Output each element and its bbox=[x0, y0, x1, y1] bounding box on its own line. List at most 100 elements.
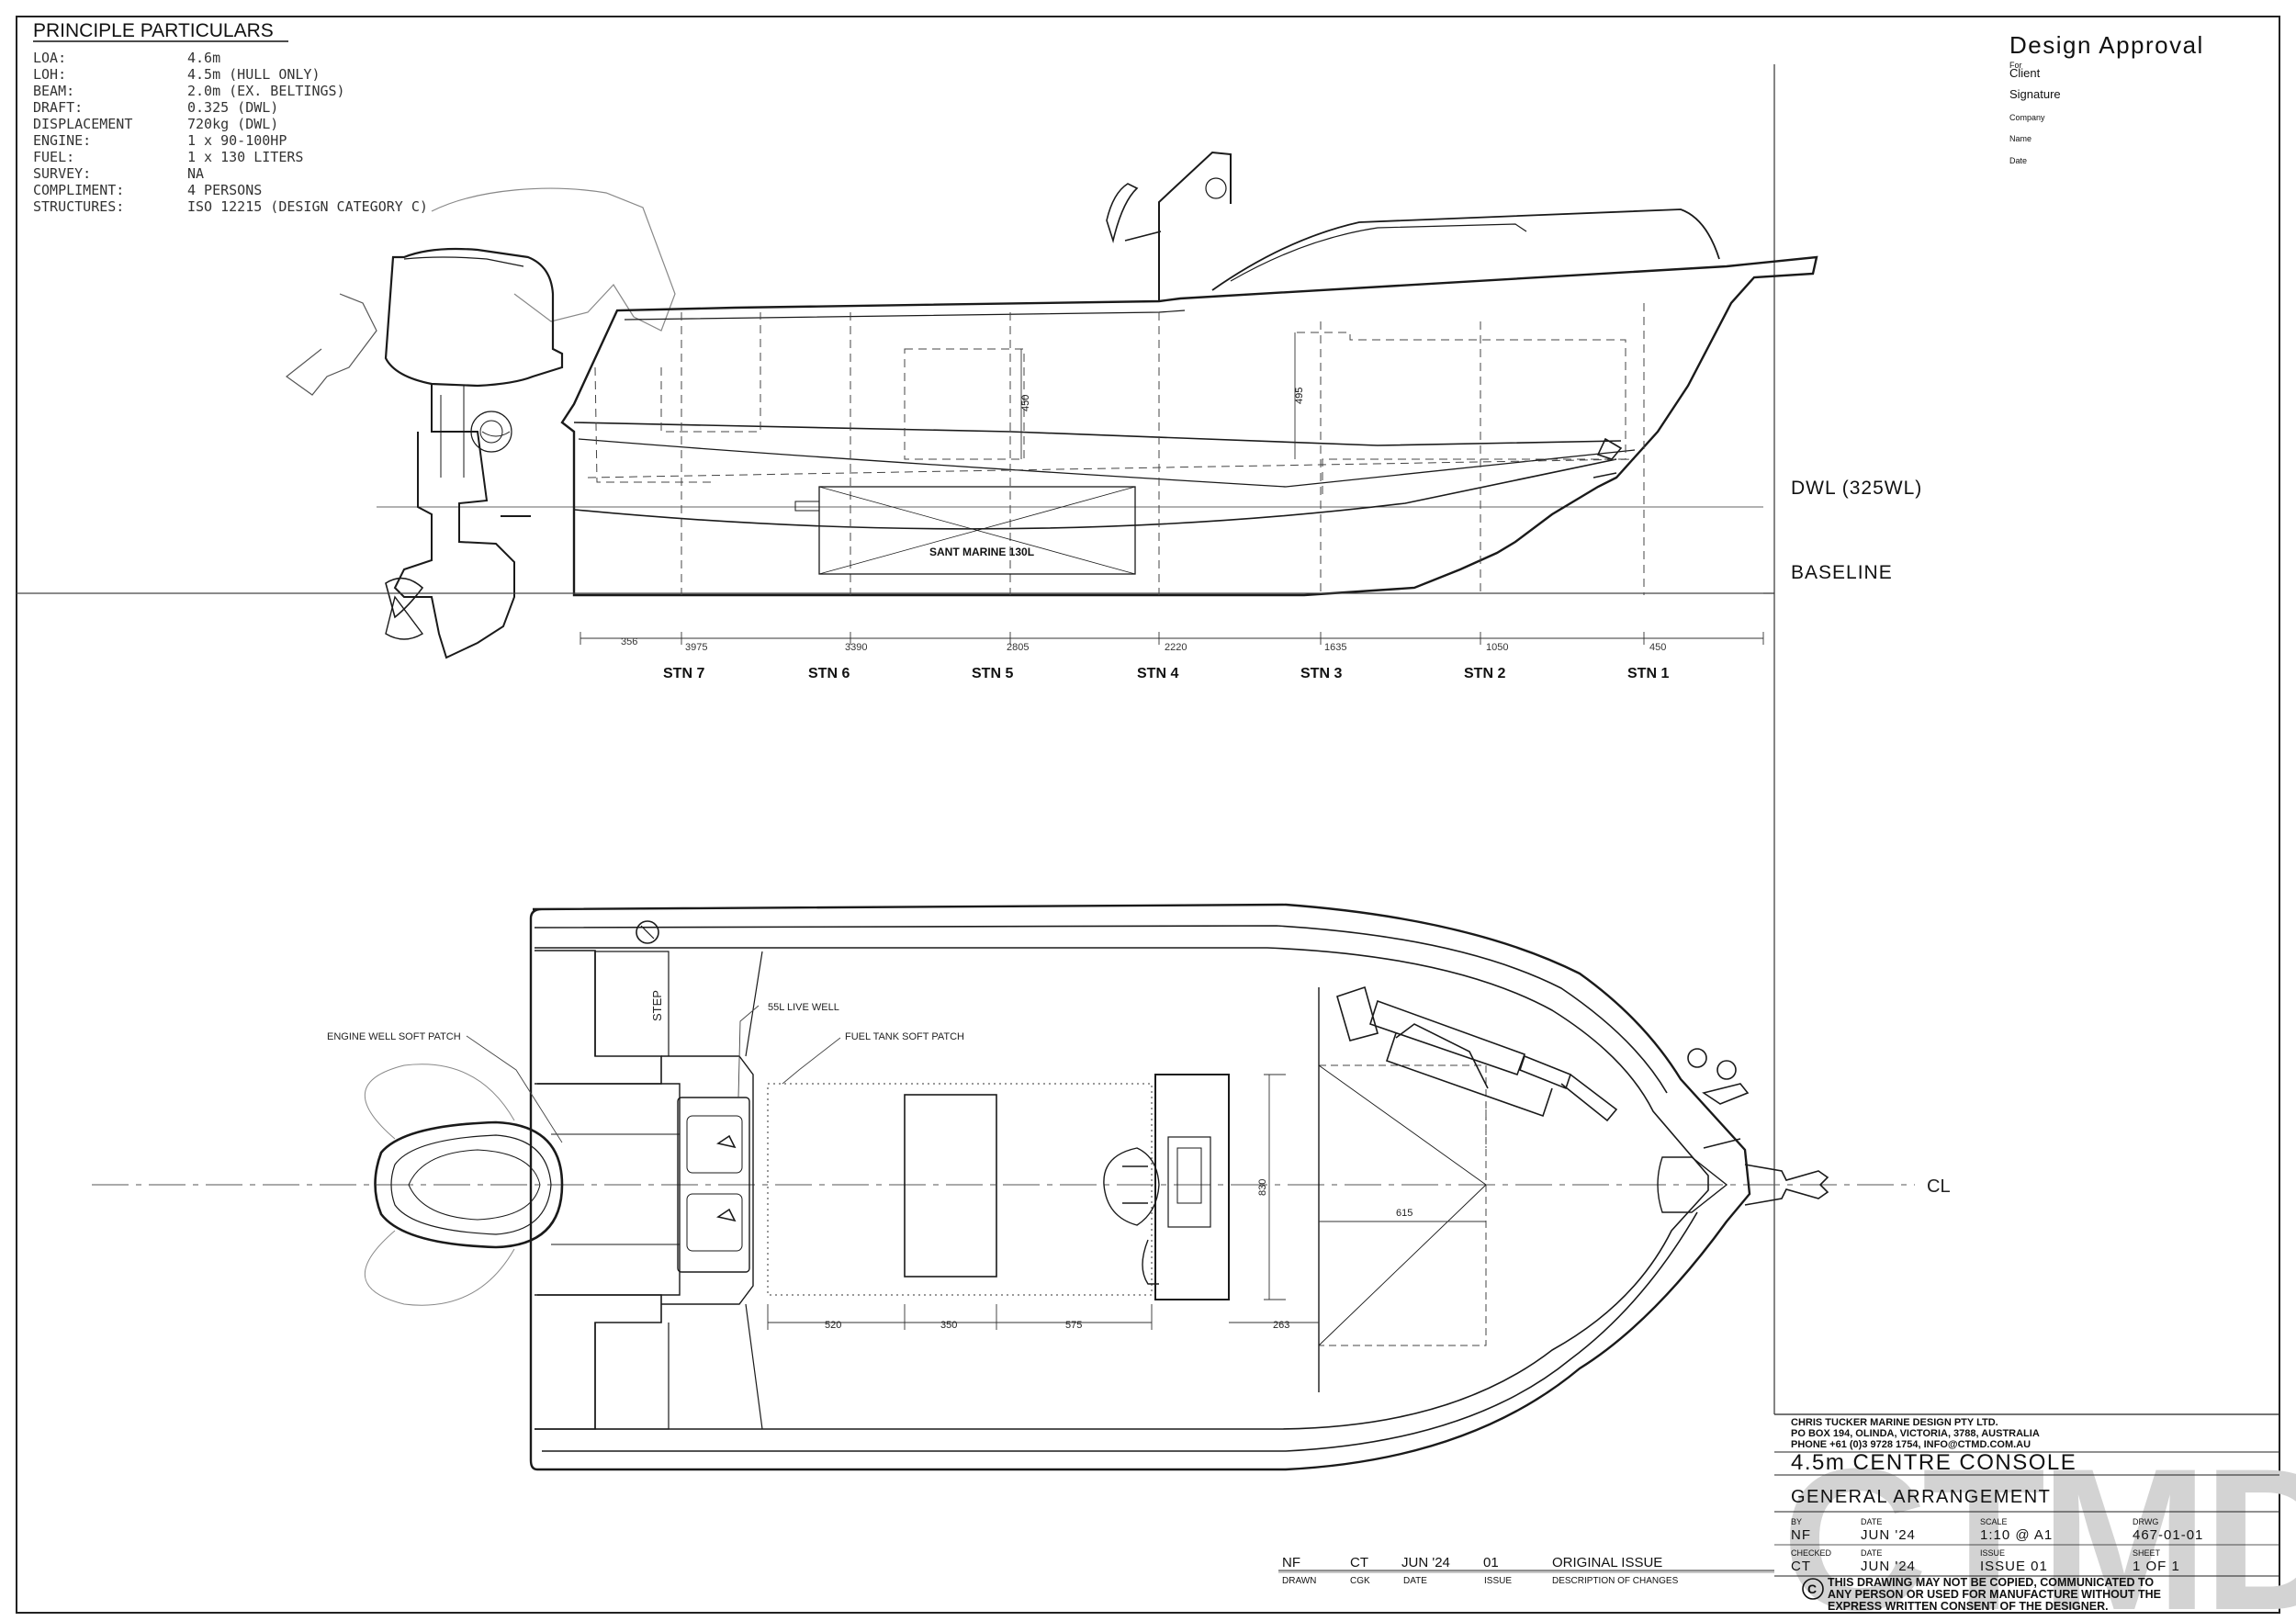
copyright-line: ANY PERSON OR USED FOR MANUFACTURE WITHO… bbox=[1828, 1588, 2161, 1601]
live-well-label: 55L LIVE WELL bbox=[768, 1002, 839, 1013]
particular-label: STRUCTURES: bbox=[33, 198, 124, 215]
outboard-motor bbox=[286, 247, 564, 659]
rev-checked: CT bbox=[1350, 1555, 1368, 1570]
step-label: STEP bbox=[650, 990, 664, 1021]
station-label: STN 7 bbox=[663, 666, 704, 681]
console-profile bbox=[1158, 151, 1232, 301]
particular-label: BEAM: bbox=[33, 83, 74, 99]
engine-cowl-plan bbox=[374, 1120, 564, 1249]
hull-plan-outer bbox=[529, 903, 1751, 1471]
tb-scale-label: SCALE bbox=[1980, 1517, 2008, 1526]
station-label: STN 1 bbox=[1627, 666, 1669, 681]
particular-value: 1 x 130 LITERS bbox=[187, 149, 303, 165]
offset-label: 1050 bbox=[1486, 642, 1508, 653]
rev-header: CGK bbox=[1350, 1576, 1370, 1586]
engine-well bbox=[535, 950, 662, 1429]
particular-label: DISPLACEMENT bbox=[33, 116, 132, 132]
approval-for: For bbox=[2009, 61, 2022, 70]
tb-issue-label: ISSUE bbox=[1980, 1548, 2005, 1558]
particular-label: LOH: bbox=[33, 66, 66, 83]
title-watermark: CTMD bbox=[1782, 1426, 2296, 1621]
particular-value: 4.5m (HULL ONLY) bbox=[187, 66, 321, 83]
title-block: CTMD CHRIS TUCKER MARINE DESIGN PTY LTD.… bbox=[1774, 1413, 2296, 1621]
offset-label: 450 bbox=[1649, 642, 1666, 653]
dim-450-vertical: 450 bbox=[1020, 395, 1031, 411]
rev-description: ORIGINAL ISSUE bbox=[1552, 1555, 1662, 1570]
approval-company: Company bbox=[2009, 113, 2045, 122]
revision-table: NF CT JUN '24 01 ORIGINAL ISSUE DRAWN CG… bbox=[1278, 1555, 1774, 1586]
particulars-heading: PRINCIPLE PARTICULARS bbox=[33, 20, 274, 41]
particular-value: 2.0m (EX. BELTINGS) bbox=[187, 83, 345, 99]
company-line: PO BOX 194, OLINDA, VICTORIA, 3788, AUST… bbox=[1791, 1428, 2040, 1439]
dim-520: 520 bbox=[825, 1320, 841, 1331]
station-label: STN 6 bbox=[808, 666, 850, 681]
plan-dimensions bbox=[767, 1074, 1487, 1330]
baseline-label: BASELINE bbox=[1791, 562, 1893, 583]
particular-value: 4.6m bbox=[187, 50, 220, 66]
offset-label: 3975 bbox=[685, 642, 707, 653]
hull-plan-inner bbox=[535, 947, 1709, 1430]
particular-label: ENGINE: bbox=[33, 132, 91, 149]
approval-date: Date bbox=[2009, 156, 2027, 165]
tb-drwg: 467-01-01 bbox=[2133, 1527, 2203, 1543]
fuel-tank-plan bbox=[904, 1094, 997, 1278]
design-approval-box: Design Approval For Client Signature Com… bbox=[2009, 31, 2204, 165]
particular-label: FUEL: bbox=[33, 149, 74, 165]
station-dimensions bbox=[580, 632, 1764, 645]
hull-internal-dashed bbox=[587, 303, 1645, 595]
approval-name: Name bbox=[2009, 134, 2032, 143]
bow-rail bbox=[1211, 208, 1720, 291]
rev-date: JUN '24 bbox=[1401, 1555, 1450, 1570]
dim-615: 615 bbox=[1396, 1208, 1412, 1219]
tb-checked: CT bbox=[1791, 1559, 1811, 1574]
station-label: STN 2 bbox=[1464, 666, 1505, 681]
centerline-label: CL bbox=[1927, 1176, 1951, 1197]
approval-signature: Signature bbox=[2009, 87, 2061, 101]
station-label: STN 3 bbox=[1300, 666, 1342, 681]
offset-label: 1635 bbox=[1324, 642, 1346, 653]
tb-date2-label: DATE bbox=[1861, 1548, 1882, 1558]
offset-label: 356 bbox=[621, 636, 637, 647]
particular-value: ISO 12215 (DESIGN CATEGORY C) bbox=[187, 198, 428, 215]
tb-checked-label: CHECKED bbox=[1791, 1548, 1832, 1558]
dim-830: 830 bbox=[1257, 1179, 1268, 1196]
company-line: PHONE +61 (0)3 9728 1754, INFO@CTMD.COM.… bbox=[1791, 1439, 2031, 1450]
particular-value: 1 x 90-100HP bbox=[187, 132, 287, 149]
dim-350: 350 bbox=[940, 1320, 957, 1331]
console-plan bbox=[1154, 1074, 1230, 1300]
plan-view bbox=[92, 903, 1915, 1471]
profile-vertical-dims bbox=[1020, 332, 1296, 459]
tb-date-label: DATE bbox=[1861, 1517, 1882, 1526]
project-title: 4.5m CENTRE CONSOLE bbox=[1791, 1450, 2077, 1475]
steering-wheel-profile bbox=[1106, 183, 1162, 243]
tb-drwg-label: DRWG bbox=[2133, 1517, 2158, 1526]
rev-header: ISSUE bbox=[1484, 1576, 1512, 1586]
tb-date: JUN '24 bbox=[1861, 1527, 1916, 1543]
sheet-border bbox=[16, 16, 2280, 1614]
copyright-line: THIS DRAWING MAY NOT BE COPIED, COMMUNIC… bbox=[1828, 1576, 2154, 1589]
rev-header: DATE bbox=[1403, 1576, 1427, 1586]
offset-label: 2805 bbox=[1007, 642, 1029, 653]
station-label: STN 4 bbox=[1137, 666, 1178, 681]
rev-header: DRAWN bbox=[1282, 1576, 1316, 1586]
offset-label: 3390 bbox=[845, 642, 867, 653]
dwl-label: DWL (325WL) bbox=[1791, 478, 1922, 499]
rev-drawn: NF bbox=[1282, 1555, 1300, 1570]
engine-patch-label: ENGINE WELL SOFT PATCH bbox=[327, 1031, 461, 1042]
filler-cap-icon bbox=[636, 920, 659, 944]
fuel-tank-profile bbox=[818, 486, 1136, 575]
tb-date2: JUN '24 bbox=[1861, 1559, 1916, 1574]
dim-495-vertical: 495 bbox=[1294, 388, 1305, 404]
profile-view bbox=[286, 151, 1818, 659]
dim-575: 575 bbox=[1065, 1320, 1082, 1331]
dim-263: 263 bbox=[1273, 1320, 1289, 1331]
particular-label: DRAFT: bbox=[33, 99, 83, 116]
fuel-tank-label: SANT MARINE 130L bbox=[929, 546, 1034, 558]
bow-roller bbox=[1744, 1164, 1829, 1206]
rev-issue: 01 bbox=[1483, 1555, 1499, 1570]
station-label: STN 5 bbox=[972, 666, 1013, 681]
approval-client: Client bbox=[2009, 66, 2041, 80]
fuel-tank-soft-patch bbox=[767, 1083, 1153, 1296]
drawing-title: GENERAL ARRANGEMENT bbox=[1791, 1487, 2051, 1507]
approval-title: Design Approval bbox=[2009, 31, 2204, 59]
